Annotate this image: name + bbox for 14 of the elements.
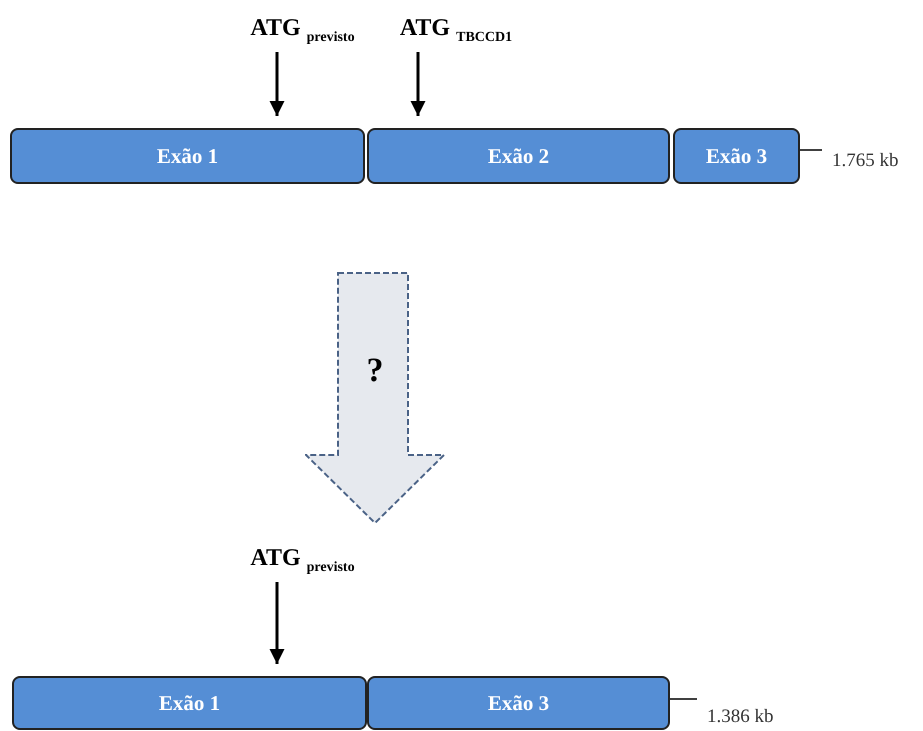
length-label: 1.765 kb (832, 150, 898, 172)
arrow (270, 582, 284, 664)
start-codon-label: ATG $_{previsto}$ (235, 540, 370, 576)
start-codon-label: ATG $_{TBCCD1}$ (376, 10, 536, 46)
exon-box: Exão 2 (367, 128, 670, 184)
arrow (270, 52, 284, 116)
arrow (410, 52, 426, 116)
question-mark: ? (366, 352, 384, 390)
length-label: 1.386 kb (707, 706, 774, 728)
exon-box: Exão 1 (12, 676, 367, 730)
exon-box: Exão 3 (673, 128, 800, 184)
exon-box: Exão 1 (10, 128, 365, 184)
start-codon-label: ATG $_{previsto}$ (235, 10, 370, 46)
exon-box: Exão 3 (367, 676, 670, 730)
